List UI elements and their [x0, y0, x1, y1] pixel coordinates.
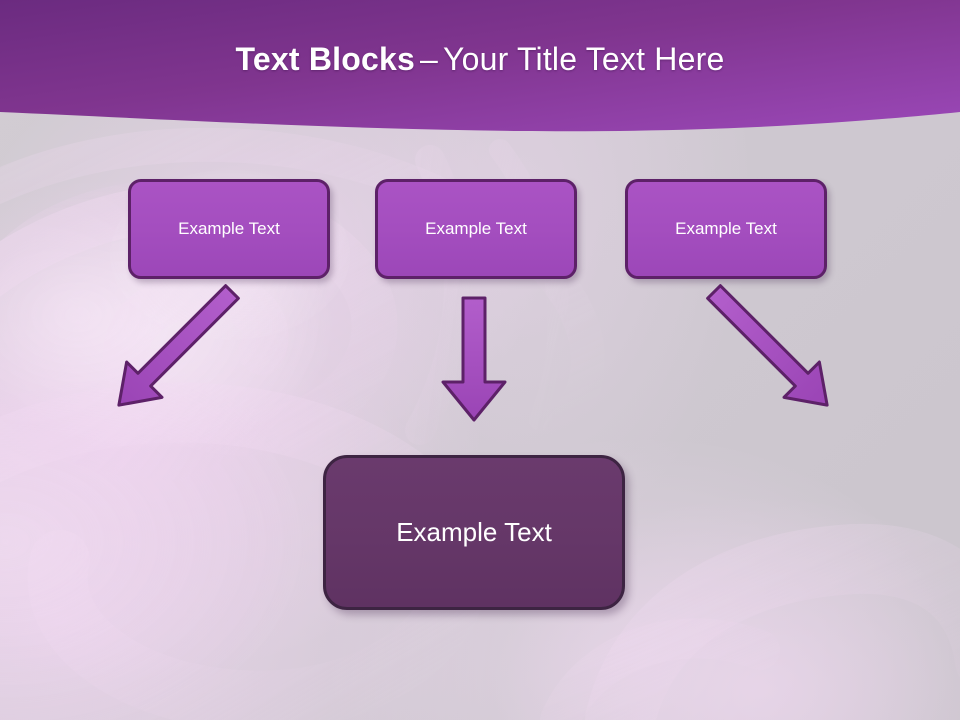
page-title-dash: – — [419, 40, 438, 77]
page-title-light: Your Title Text Here — [442, 40, 725, 77]
text-block-result-label: Example Text — [396, 517, 552, 547]
text-block-1[interactable]: Example Text — [128, 179, 330, 279]
text-block-3-label: Example Text — [675, 219, 777, 238]
page-title-strong: Text Blocks — [235, 40, 415, 77]
text-block-2[interactable]: Example Text — [375, 179, 577, 279]
text-block-2-label: Example Text — [425, 219, 527, 238]
text-block-1-label: Example Text — [178, 219, 280, 238]
text-block-3[interactable]: Example Text — [625, 179, 827, 279]
text-block-result[interactable]: Example Text — [323, 455, 625, 610]
slide-header-band: Text Blocks – Your Title Text Here — [0, 0, 960, 140]
page-title: Text Blocks – Your Title Text Here — [0, 0, 960, 118]
